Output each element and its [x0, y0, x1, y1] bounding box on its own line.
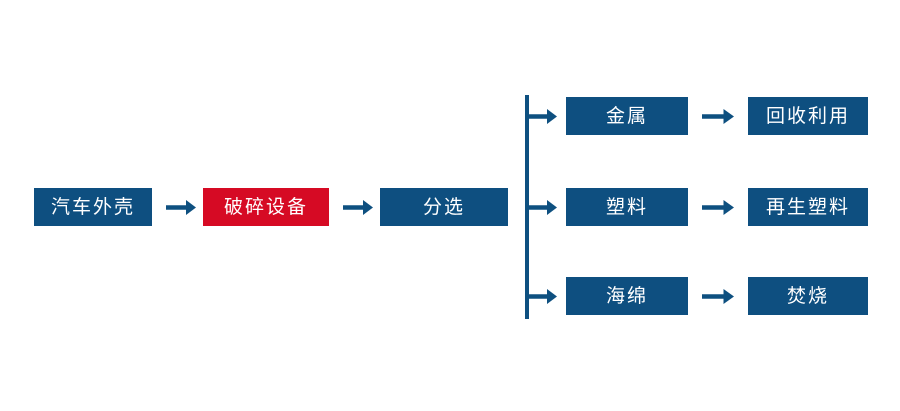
node-recycle[interactable]: 回收利用 [748, 97, 868, 135]
node-incineration[interactable]: 焚烧 [748, 277, 868, 315]
arrow-right-icon-crusher-to-sorting [343, 198, 373, 217]
node-regenerated-plastic[interactable]: 再生塑料 [748, 188, 868, 226]
node-metal[interactable]: 金属 [566, 97, 688, 135]
node-crushing-device[interactable]: 破碎设备 [203, 188, 329, 226]
node-sorting[interactable]: 分选 [380, 188, 508, 226]
node-car-shell[interactable]: 汽车外壳 [34, 188, 152, 226]
arrow-right-icon-metal-to-recycle [702, 107, 734, 126]
node-plastic[interactable]: 塑料 [566, 188, 688, 226]
arrow-right-icon-plastic-to-regenerated [702, 198, 734, 217]
arrow-right-icon-sponge-to-incineration [702, 287, 734, 306]
arrow-right-icon-split-sponge [527, 287, 557, 306]
arrow-right-icon-shell-to-crusher [166, 198, 196, 217]
arrow-right-icon-split-plastic [527, 198, 557, 217]
node-sponge[interactable]: 海绵 [566, 277, 688, 315]
arrow-right-icon-split-metal [527, 107, 557, 126]
